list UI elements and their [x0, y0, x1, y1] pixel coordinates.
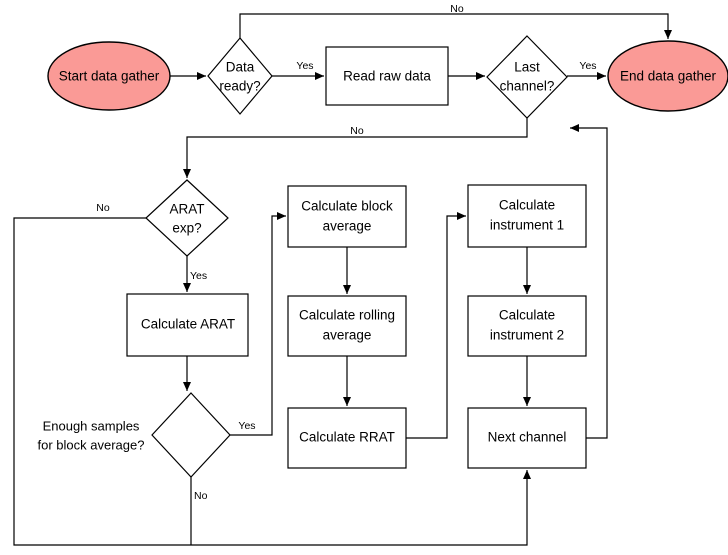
node-label-next-channel: Next channel	[488, 430, 567, 445]
node-label-calc-inst1-line2: instrument 1	[490, 218, 564, 233]
edge-arat-no-to-next-channel	[13, 217, 531, 546]
edge-data-ready-no-to-end	[239, 13, 672, 39]
node-label-calc-inst2-line2: instrument 2	[490, 328, 564, 343]
node-label-calc-block-line2: average	[323, 219, 372, 234]
node-label-start: Start data gather	[59, 69, 160, 84]
node-calculate-rrat[interactable]: Calculate RRAT	[287, 407, 407, 469]
node-end-data-gather[interactable]: End data gather	[607, 40, 728, 112]
node-label-calc-rrat: Calculate RRAT	[299, 430, 395, 445]
edge-label-last-channel-no: No	[350, 125, 364, 137]
process-shape	[126, 293, 249, 357]
node-label-data-ready-line2: ready?	[219, 79, 260, 94]
node-label-end: End data gather	[620, 69, 717, 84]
terminator-shape	[47, 41, 171, 111]
node-next-channel[interactable]: Next channel	[467, 407, 587, 469]
edge-label-data-ready-no: No	[450, 3, 464, 15]
edge-last-channel-no-to-arat	[183, 118, 528, 178]
process-shape	[467, 295, 587, 357]
process-shape	[287, 185, 407, 248]
node-last-channel[interactable]: Last channel?	[486, 35, 568, 119]
node-arat-exp[interactable]: ARAT exp?	[145, 179, 229, 257]
node-label-arat-line2: exp?	[172, 221, 201, 236]
node-enough-samples[interactable]: Enough samples for block average?	[38, 392, 231, 478]
node-label-data-ready-line1: Data	[226, 60, 255, 75]
process-shape	[467, 407, 587, 469]
edge-next-channel-to-last-channel	[570, 124, 608, 439]
edge-label-data-ready-yes: Yes	[296, 60, 313, 72]
node-calculate-instrument-1[interactable]: Calculate instrument 1	[467, 184, 587, 248]
node-label-calculate-arat: Calculate ARAT	[141, 317, 235, 332]
node-label-last-channel-line1: Last	[514, 60, 540, 75]
node-label-arat-line1: ARAT	[169, 202, 204, 217]
edge-label-layer: Yes No Yes No Yes No Yes No	[96, 3, 596, 502]
edge-label-enough-no: No	[194, 490, 208, 502]
edge-layer	[13, 13, 672, 546]
node-data-ready[interactable]: Data ready?	[207, 37, 273, 115]
edge-label-enough-yes: Yes	[238, 420, 255, 432]
node-label-last-channel-line2: channel?	[500, 79, 555, 94]
process-shape	[287, 407, 407, 469]
node-calculate-arat[interactable]: Calculate ARAT	[126, 293, 249, 357]
node-calculate-block-average[interactable]: Calculate block average	[287, 185, 407, 248]
decision-shape	[151, 392, 231, 478]
process-shape	[325, 46, 449, 106]
edge-label-arat-yes: Yes	[190, 270, 207, 282]
decision-shape	[145, 179, 229, 257]
node-label-calc-inst2-line1: Calculate	[499, 308, 555, 323]
node-label-calc-inst1-line1: Calculate	[499, 198, 555, 213]
node-label-calc-rolling-line2: average	[323, 328, 372, 343]
process-shape	[467, 184, 587, 248]
edge-calc-rrat-to-calc-inst1	[406, 212, 466, 439]
edge-label-arat-no: No	[96, 202, 110, 214]
process-shape	[287, 295, 407, 357]
node-label-calc-rolling-line1: Calculate rolling	[299, 308, 395, 323]
node-calculate-rolling-average[interactable]: Calculate rolling average	[287, 295, 407, 357]
edge-enough-yes-to-calc-block	[230, 212, 286, 436]
node-calculate-instrument-2[interactable]: Calculate instrument 2	[467, 295, 587, 357]
node-read-raw-data[interactable]: Read raw data	[325, 46, 449, 106]
decision-shape	[486, 35, 568, 119]
edge-label-last-channel-yes: Yes	[579, 60, 596, 72]
node-label-enough-line1: Enough samples	[43, 418, 140, 433]
node-label-read-raw-data: Read raw data	[343, 69, 431, 84]
node-label-enough-line2: for block average?	[38, 437, 145, 452]
node-start-data-gather[interactable]: Start data gather	[47, 41, 171, 111]
terminator-shape	[607, 40, 728, 112]
decision-shape	[207, 37, 273, 115]
node-label-calc-block-line1: Calculate block	[301, 199, 393, 214]
